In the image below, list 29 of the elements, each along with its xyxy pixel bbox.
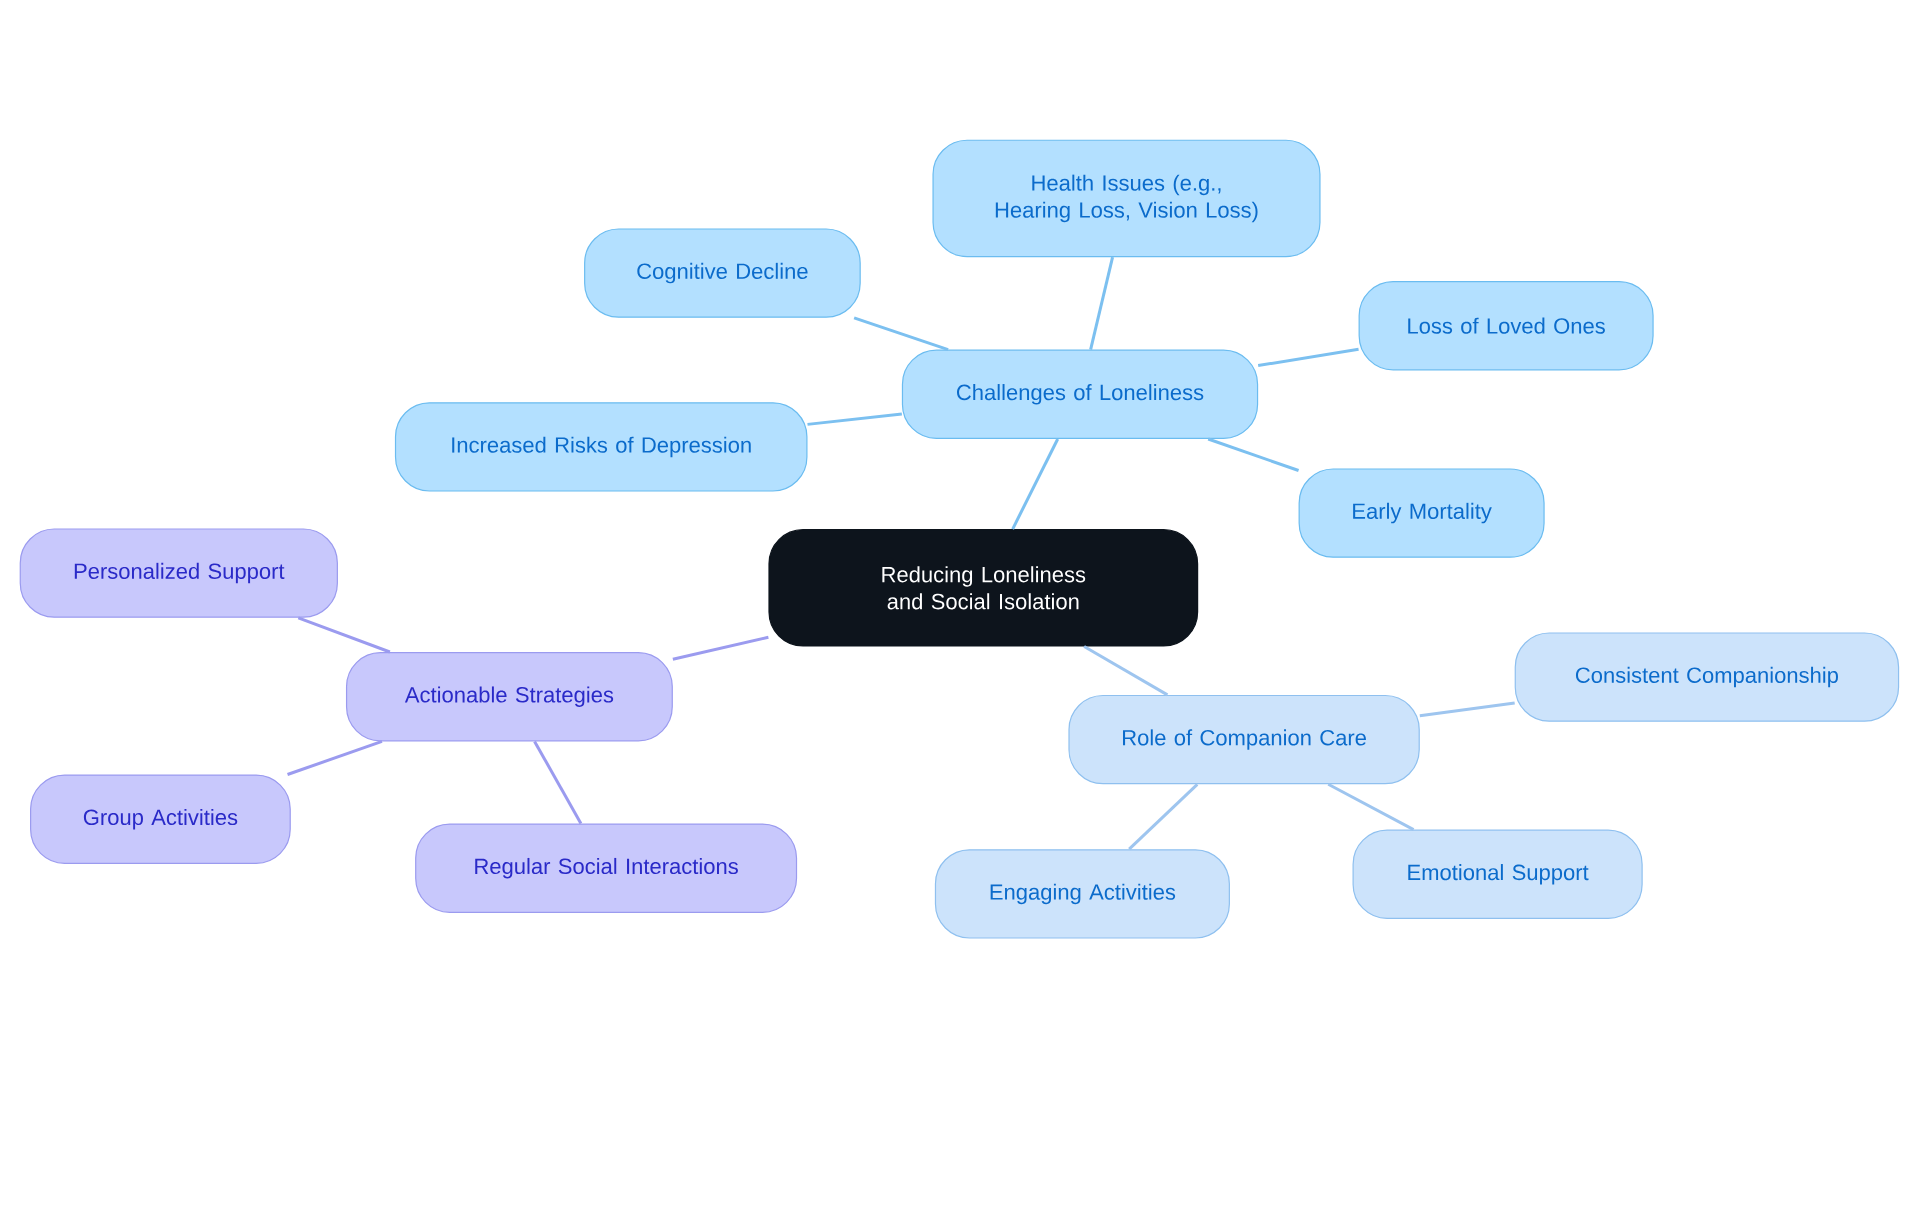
- subtopic-box: Engaging Activities: [934, 849, 1230, 939]
- connector-line: [1327, 782, 1415, 831]
- connector-line: [533, 740, 583, 825]
- subtopic-box: Personalized Support: [19, 528, 338, 618]
- subtopic-box: Consistent Companionship: [1514, 632, 1900, 722]
- topic-box: Reducing Loneliness and Social Isolation: [768, 529, 1199, 647]
- subtopic-box: Regular Social Interactions: [415, 823, 798, 913]
- connector-line: [297, 616, 391, 654]
- connector-line: [1207, 437, 1300, 472]
- connector-line: [1083, 645, 1169, 697]
- connector-line: [672, 635, 769, 661]
- subtopic-box: Actionable Strategies: [345, 652, 673, 742]
- subtopic-box: Challenges of Loneliness: [901, 349, 1259, 439]
- subtopic-box: Group Activities: [30, 774, 291, 864]
- subtopic-box: Health Issues (e.g., Hearing Loss, Vision Loss): [932, 139, 1321, 258]
- connector-line: [1089, 256, 1115, 350]
- subtopic-box: Increased Risks of Depression: [394, 402, 808, 492]
- subtopic-box: Emotional Support: [1352, 829, 1643, 919]
- subtopic-box: Role of Companion Care: [1068, 694, 1420, 785]
- connector-line: [1128, 783, 1199, 851]
- subtopic-box: Early Mortality: [1298, 468, 1545, 558]
- connector-line: [1011, 438, 1060, 530]
- connector-line: [287, 740, 383, 776]
- connector-line: [1257, 347, 1359, 368]
- connector-line: [807, 412, 903, 426]
- subtopic-box: Cognitive Decline: [584, 228, 861, 318]
- connector-line: [853, 316, 949, 352]
- connector-line: [1419, 701, 1515, 718]
- subtopic-box: Loss of Loved Ones: [1358, 281, 1654, 371]
